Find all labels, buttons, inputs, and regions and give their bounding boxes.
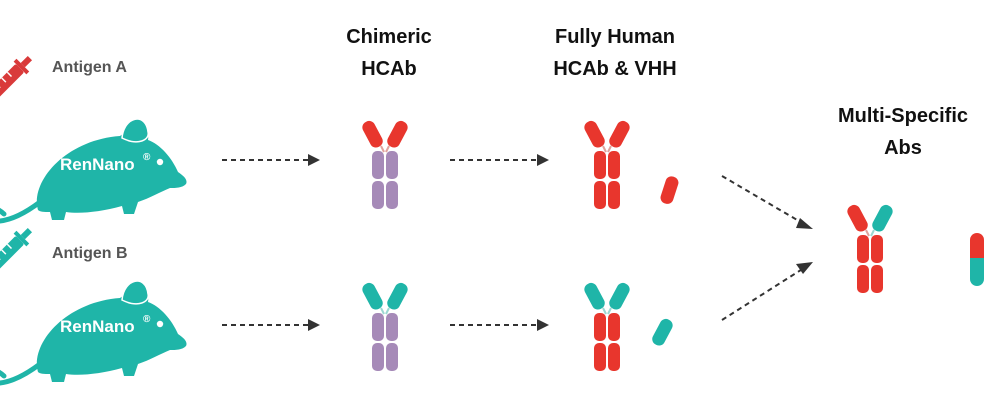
- mouse-b-label: RenNano: [60, 317, 135, 336]
- antibody-icon: [847, 204, 893, 293]
- vhh-icon: [970, 233, 984, 286]
- antibody-icon: [584, 282, 630, 371]
- antigen-a-label: Antigen A: [52, 59, 127, 76]
- mouse-a-registered-mark: ®: [143, 152, 151, 163]
- vhh-icon: [652, 318, 673, 346]
- antibody-icon: [362, 120, 408, 209]
- arrow-icon: [450, 154, 549, 166]
- stage-chimeric-line2: HCAb: [361, 58, 417, 80]
- syringe-icon: [0, 55, 33, 103]
- mouse-a-label: RenNano: [60, 155, 135, 174]
- antibody-icon: [362, 282, 408, 371]
- arrow-icon: [721, 175, 813, 229]
- stage-human-line1: Fully Human: [555, 26, 675, 48]
- mouse-b-registered-mark: ®: [143, 314, 151, 325]
- multi-specific-antibody: [847, 204, 984, 293]
- row-antigen-b: Antigen B RenNano ®: [0, 227, 813, 383]
- arrow-icon: [450, 319, 549, 331]
- stage-chimeric-line1: Chimeric: [346, 26, 432, 48]
- arrow-icon: [222, 319, 320, 331]
- antigen-b-label: Antigen B: [52, 245, 128, 262]
- stage-multi-line1: Multi-Specific: [838, 105, 968, 127]
- stage-multi-line2: Abs: [884, 137, 922, 159]
- arrow-icon: [222, 154, 320, 166]
- row-antigen-a: Antigen A RenNano ®: [0, 55, 813, 229]
- syringe-icon: [0, 227, 33, 275]
- stage-human-line2: HCAb & VHH: [553, 58, 676, 80]
- arrow-icon: [721, 262, 813, 321]
- vhh-icon: [660, 176, 679, 204]
- antibody-icon: [584, 120, 630, 209]
